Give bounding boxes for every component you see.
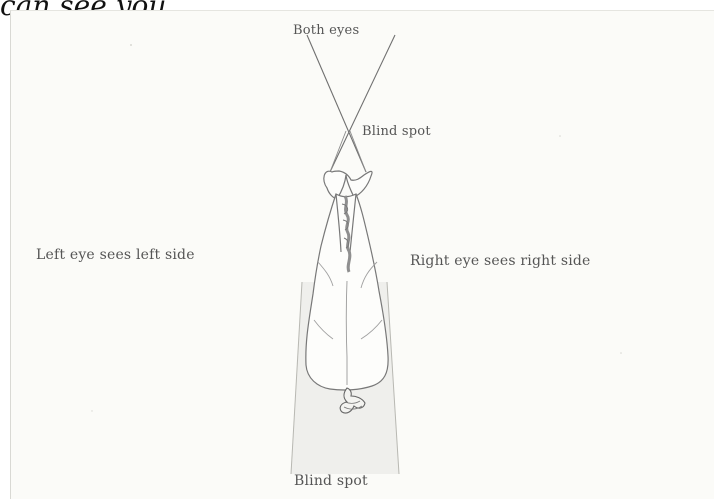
- left-eye-label: Left eye sees left side: [36, 248, 195, 262]
- horse-top-view: [306, 171, 388, 413]
- horse-head-ears: [324, 171, 372, 199]
- right-eye-label: Right eye sees right side: [410, 254, 591, 268]
- front-vision-lines: [307, 35, 395, 172]
- rear-blind-spot-label: Blind spot: [294, 474, 368, 488]
- front-blind-spot-label: Blind spot: [362, 125, 431, 138]
- both-eyes-label: Both eyes: [293, 24, 359, 37]
